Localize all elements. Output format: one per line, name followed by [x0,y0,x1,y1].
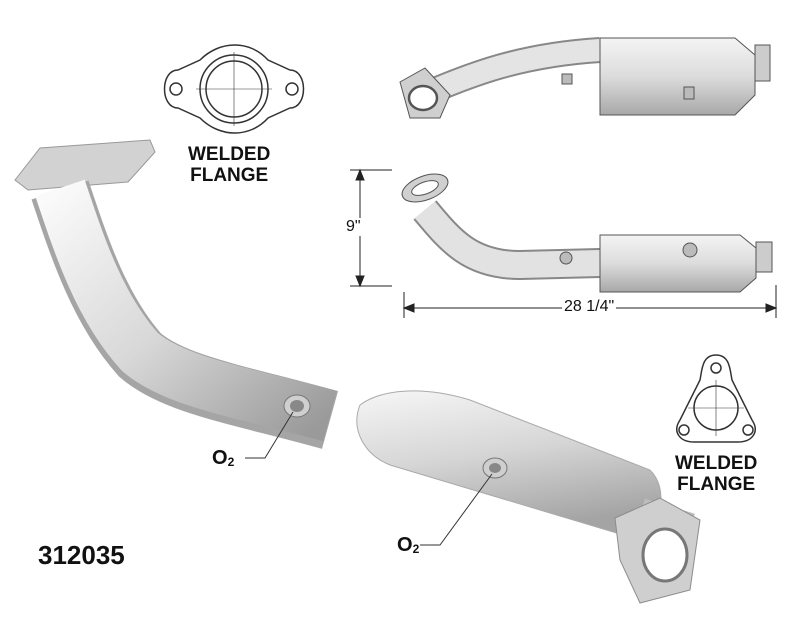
o2-leader-1 [245,411,294,459]
right-flange-label: WELDED FLANGE [675,453,758,496]
part-number: 312035 [38,540,125,570]
flange-label-line2: FLANGE [677,473,756,495]
side-view-converter [401,173,773,293]
o2-leader-2 [420,473,493,546]
right-flange-detail [676,354,756,443]
outlet-opening [641,527,689,583]
main-view-converter [14,139,701,604]
o2-sensor-label-1: O2 [212,447,235,469]
length-dimension: 28 1/4" [562,298,617,316]
flange-label-line1: WELDED [188,144,271,165]
flange-label-line2: FLANGE [190,164,269,186]
inlet-pipe [35,179,337,442]
inlet-flange [14,139,156,191]
flange-label-line1: WELDED [675,453,758,474]
o2-sensor-label-2: O2 [397,534,420,556]
top-flange-label: WELDED FLANGE [188,144,271,187]
top-flange-detail [163,44,305,134]
height-dimension: 9" [344,218,363,236]
top-view-converter [399,37,771,119]
